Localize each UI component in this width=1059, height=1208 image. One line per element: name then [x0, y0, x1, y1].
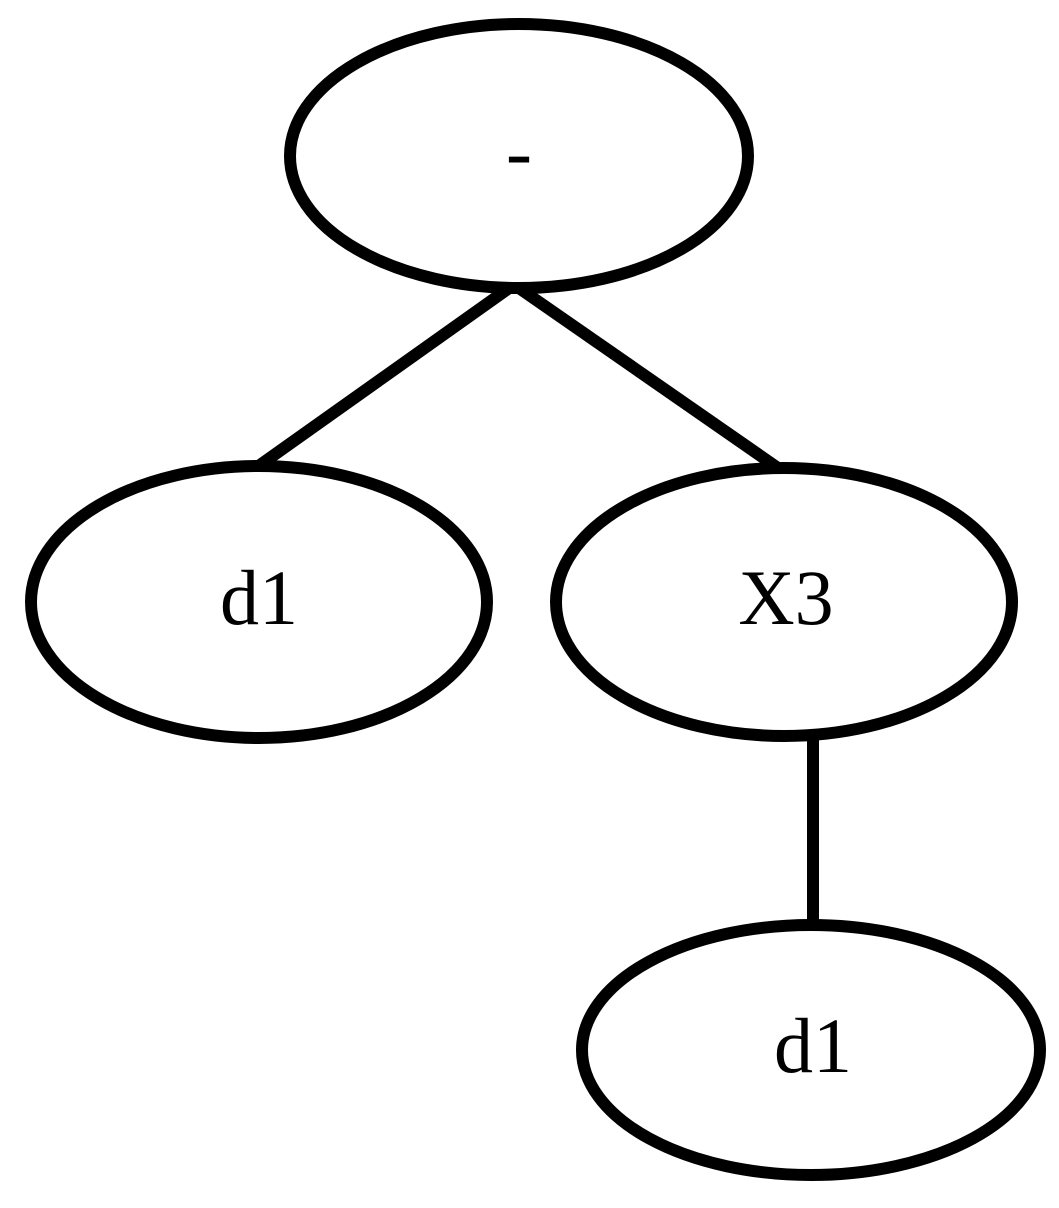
- node-root-ellipse[interactable]: [284, 18, 754, 294]
- node-bottom-leaf[interactable]: d1: [576, 919, 1046, 1181]
- node-root-label: -: [506, 108, 532, 195]
- edge-root-to-right-branch: [512, 281, 782, 473]
- node-left-leaf[interactable]: d1: [25, 460, 493, 744]
- node-right-branch-label: X3: [738, 554, 833, 641]
- node-left-leaf-label: d1: [220, 554, 298, 641]
- node-right-branch[interactable]: X3: [550, 462, 1018, 742]
- edge-layer: [249, 281, 819, 928]
- node-right-branch-ellipse[interactable]: [550, 462, 1018, 742]
- node-bottom-leaf-ellipse[interactable]: [576, 919, 1046, 1181]
- node-bottom-leaf-label: d1: [774, 1002, 852, 1089]
- node-root[interactable]: -: [284, 18, 754, 294]
- edge-root-to-left-leaf: [249, 281, 516, 475]
- node-left-leaf-ellipse[interactable]: [25, 460, 493, 744]
